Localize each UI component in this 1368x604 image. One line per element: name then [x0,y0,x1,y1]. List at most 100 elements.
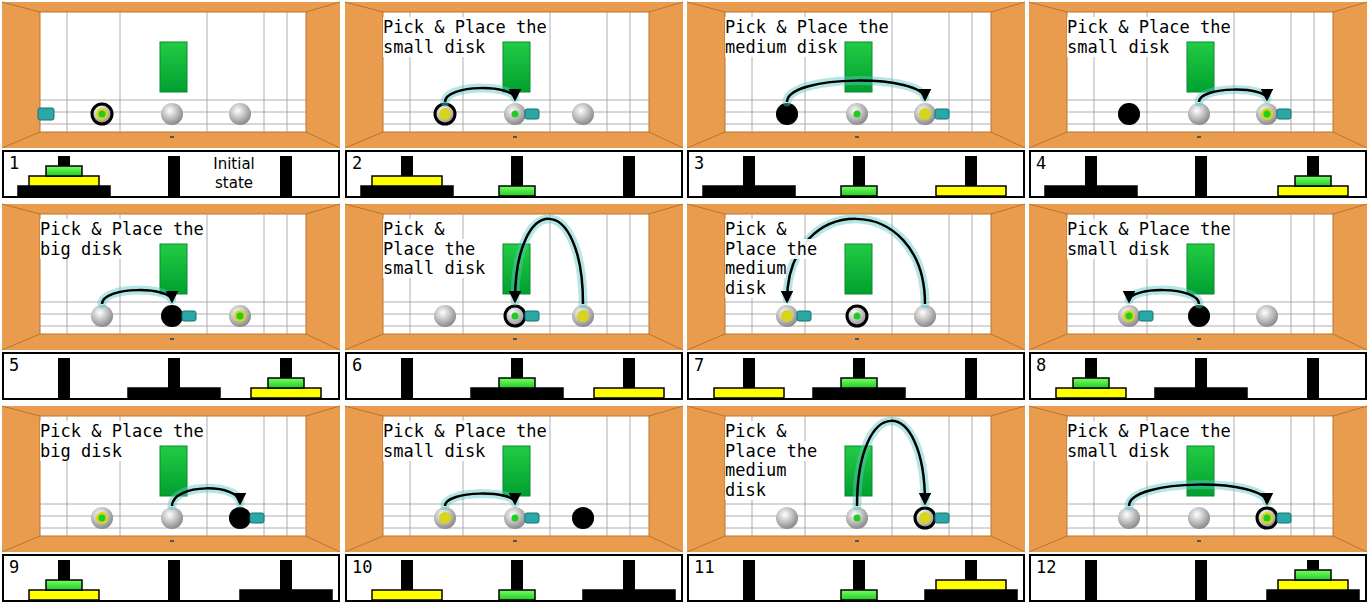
state-ground [2,554,340,602]
gripper [797,311,811,321]
small-disk [841,378,877,388]
peg-ball [846,103,868,125]
action-caption: Pick & Place the small disk [1067,421,1231,461]
caption-holder: Pick & Place the medium disk [725,18,925,57]
frame-bevel [306,204,340,214]
gripper [1277,109,1291,119]
tower-peg [623,156,635,196]
frame-bevel [991,536,1025,552]
state-box: 5 [2,352,340,400]
medium-disk [372,176,442,186]
step-number: 5 [9,355,19,375]
step-number: 10 [352,557,372,577]
frame-bevel [306,2,340,12]
table-mark [1197,540,1201,542]
trajectory-samples [102,290,172,304]
state-box: 2 [345,150,683,198]
floor-frame [687,204,1025,350]
trajectory-arrow [445,494,515,506]
scene-panel: Pick & Place the small disk [1029,204,1367,350]
scene-panel: Pick & Place the small disk [1029,406,1367,552]
big-disk-ring [847,306,867,326]
grid-line [949,214,950,334]
gripper [525,513,539,523]
trajectory-samples [1129,290,1199,304]
grid-line [607,416,608,536]
frame-bevel [2,2,40,12]
big-disk [18,186,110,196]
trajectory-arrow [1129,290,1199,304]
state-box: 7 [687,352,1025,400]
trajectory-arrow [172,488,240,506]
frame-bevel [2,132,40,148]
medium-disk-marker [96,512,108,524]
small-disk-marker [854,111,861,118]
grid-line [287,416,288,536]
frame-bevel [306,536,340,552]
medium-disk [29,176,99,186]
table-top [725,12,991,132]
small-disk-marker [1264,515,1271,522]
grid-line [972,416,973,536]
state-box: 8 [1029,352,1367,400]
frame-bevel [991,2,1025,12]
big-disk-marker [572,507,594,529]
trajectory-samples [857,421,925,506]
frame-bevel [991,406,1025,416]
frame-bevel [1029,132,1067,148]
frame-bevel [649,536,683,552]
peg-ball [161,103,183,125]
scene-panel: Pick & Place the small disk [1029,2,1367,148]
tower-peg [401,358,413,398]
floor-frame [345,2,683,148]
caption-holder: Pick & Place the medium disk [725,220,830,298]
grid-line [892,416,893,536]
step-number: 1 [9,153,19,173]
frame-bevel [687,204,725,214]
medium-disk-marker [577,310,589,322]
small-disk [499,590,535,600]
grid-line [550,214,551,334]
state-box: 12 [1029,554,1367,602]
trajectory-arrow [1199,90,1267,102]
state-ground [687,150,1025,198]
trajectory-arrow [1129,485,1267,506]
trajectory-samples [172,488,240,506]
step-number: 6 [352,355,362,375]
peg-ball [776,507,798,529]
state-box: 10 [345,554,683,602]
caption-holder: Pick & Place the small disk [1067,220,1267,259]
state-box: 11 [687,554,1025,602]
state-ground [1029,352,1367,400]
frame-bevel [345,406,383,416]
grid-line [207,12,208,132]
table-top [40,416,306,536]
peg-ball [914,103,936,125]
trajectory-arrow [102,290,172,304]
action-caption: Pick & Place the small disk [383,421,547,461]
table-top [725,214,991,334]
frame-bevel [345,204,383,214]
caption-holder: Pick & Place the small disk [1067,422,1267,461]
frame-bevel [991,334,1025,350]
small-disk-marker [1126,313,1133,320]
table-top [383,416,649,536]
medium-disk-marker [234,310,246,322]
trajectory-arrow [857,421,925,506]
big-disk [361,186,453,196]
frame-bevel [345,536,383,552]
grid-line [725,100,991,101]
gripper [182,311,196,321]
step-number: 4 [1036,153,1046,173]
frame-bevel [649,406,683,416]
medium-disk-marker [96,108,108,120]
state-ground [2,352,340,400]
grid-line [1067,504,1333,505]
small-disk [46,580,82,590]
frame-bevel [2,406,40,416]
step-number: 12 [1036,557,1056,577]
grid-line [892,12,893,132]
grid-line [972,214,973,334]
frame-bevel [2,536,40,552]
